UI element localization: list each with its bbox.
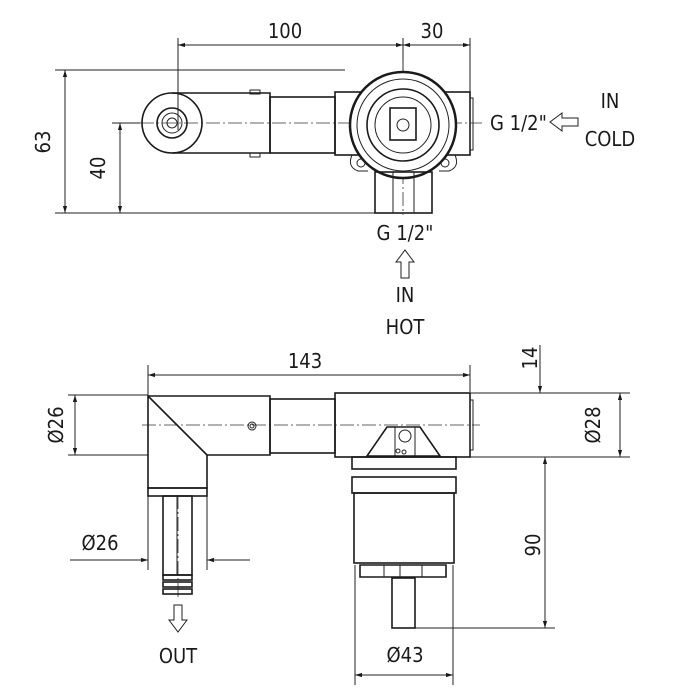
out-label: OUT (159, 644, 198, 668)
outlet-arrow-icon (168, 604, 188, 633)
hot-label: HOT (386, 315, 426, 339)
dim-30: 30 (421, 19, 444, 43)
dim-40: 40 (86, 157, 110, 180)
dim-90: 90 (521, 534, 545, 557)
dim-dia-26-left: Ø26 (44, 406, 68, 443)
cold-inlet-arrow-icon (549, 112, 579, 132)
cold-label: COLD (585, 127, 636, 151)
side-view: 143 14 Ø26 Ø28 Ø26 90 Ø43 OUT (44, 345, 630, 685)
dim-dia-28: Ø28 (581, 406, 605, 443)
dim-dia-26-outlet: Ø26 (81, 531, 118, 555)
side-dimension-lines (68, 345, 630, 685)
top-view: 100 30 63 40 G 1/2" IN COLD G 1/2" IN HO… (31, 19, 635, 339)
hot-in-label: IN (396, 283, 415, 307)
dim-63: 63 (31, 131, 55, 154)
top-body-outline (141, 70, 474, 214)
cold-thread-label: G 1/2" (490, 111, 547, 135)
dim-143: 143 (288, 349, 322, 373)
hot-thread-label: G 1/2" (377, 221, 434, 245)
dim-14: 14 (518, 347, 542, 370)
dim-dia-43: Ø43 (386, 643, 423, 667)
cold-in-label: IN (601, 89, 620, 113)
side-body-outline (147, 392, 474, 629)
hot-inlet-arrow-icon (395, 249, 415, 279)
dim-100: 100 (268, 19, 302, 43)
